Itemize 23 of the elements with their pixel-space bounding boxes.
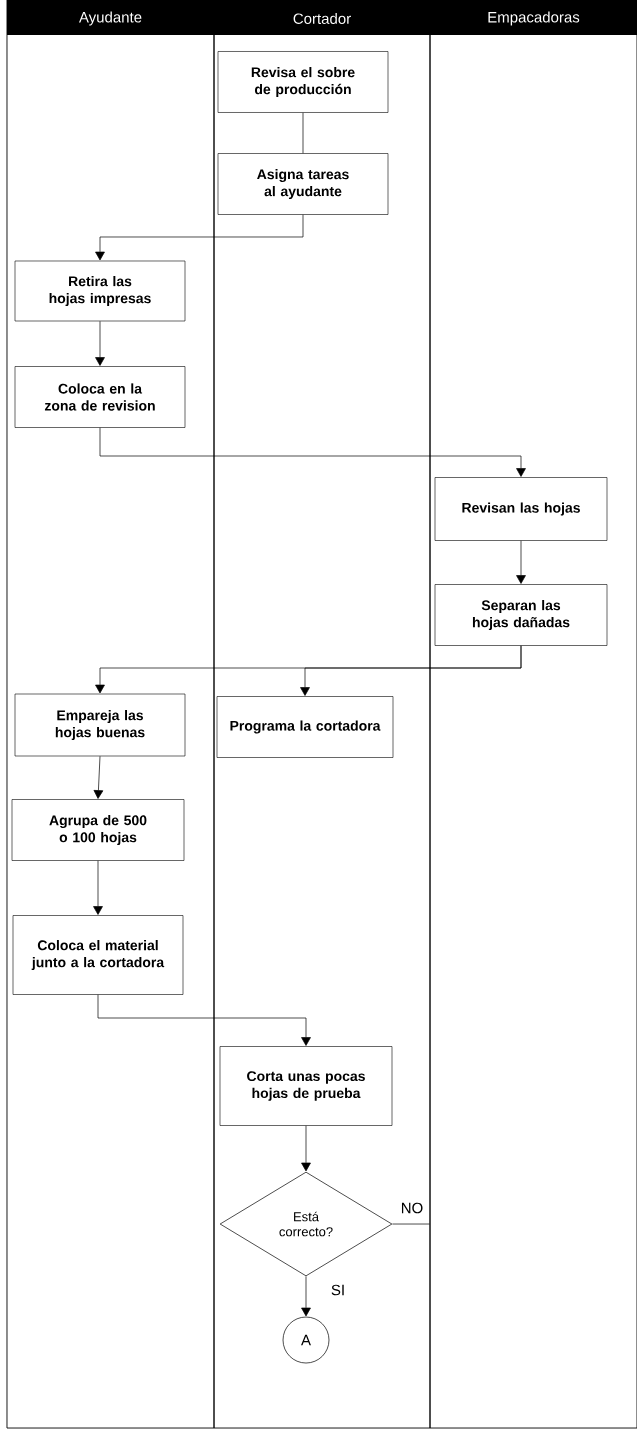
process-box: Agrupa de 500 o 100 hojas xyxy=(11,799,185,861)
process-box: Programa la cortadora xyxy=(216,696,394,758)
process-box: Coloca el material junto a la cortadora xyxy=(12,915,184,995)
arrow xyxy=(301,1125,311,1172)
arrow xyxy=(300,645,522,696)
process-box: Separan las hojas dañadas xyxy=(434,584,608,646)
process-box: Asigna tareas al ayudante xyxy=(217,153,389,215)
arrow xyxy=(95,214,304,261)
arrow xyxy=(516,540,526,584)
arrow xyxy=(93,860,103,915)
arrow xyxy=(97,994,311,1046)
arrow xyxy=(95,320,105,366)
edge-label: NO xyxy=(399,1201,425,1215)
process-box: Coloca en la zona de revision xyxy=(14,366,186,428)
edge-label: SI xyxy=(329,1283,347,1297)
process-box: Corta unas pocas hojas de prueba xyxy=(219,1046,393,1126)
arrow xyxy=(301,1276,311,1317)
arrow xyxy=(93,755,104,799)
process-box: Retira las hojas impresas xyxy=(14,260,186,322)
process-box: Revisa el sobre de producción xyxy=(217,51,389,113)
process-box: Revisan las hojas xyxy=(434,477,608,541)
arrow xyxy=(99,427,526,477)
process-box: Empareja las hojas buenas xyxy=(14,693,186,757)
